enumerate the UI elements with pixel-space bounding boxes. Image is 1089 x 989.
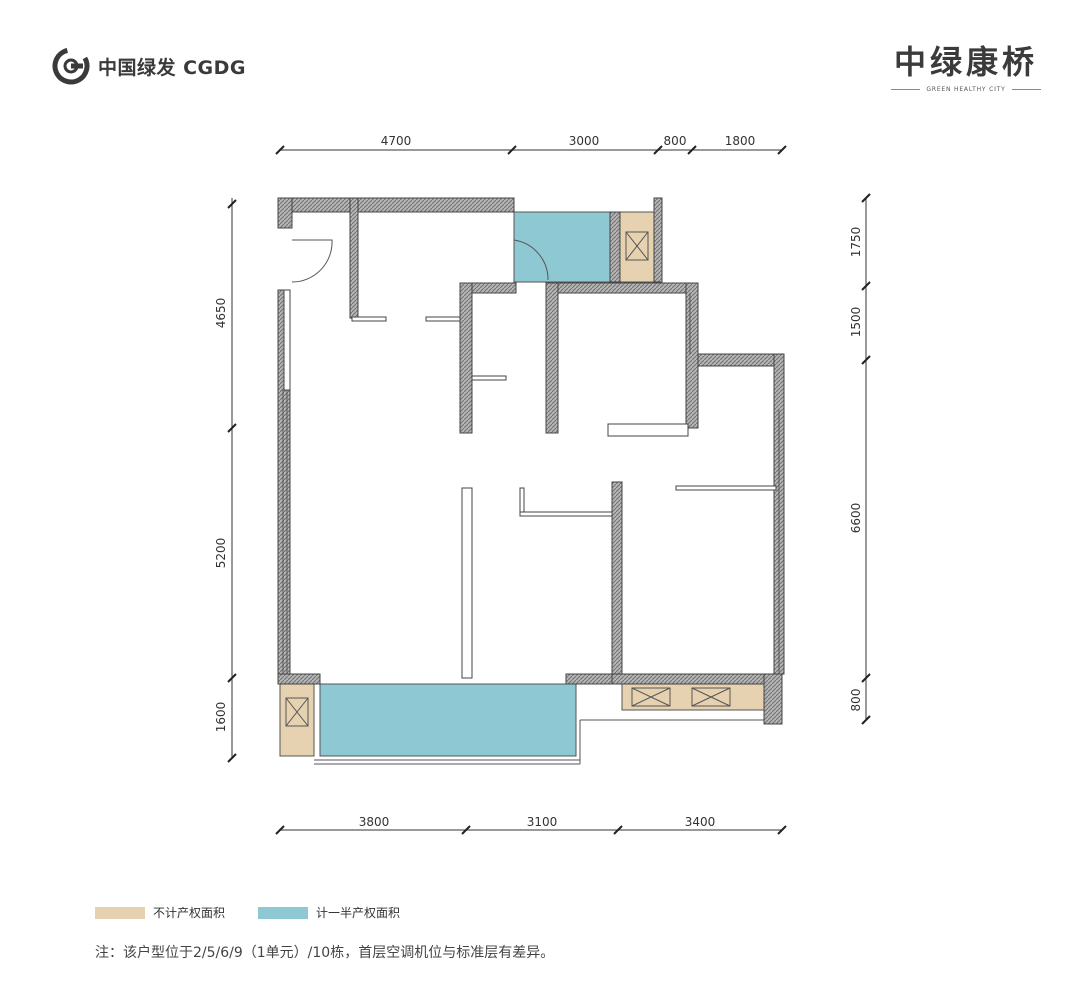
dim-bottom-2: 3100 — [527, 815, 558, 829]
ac-platform-top — [619, 211, 655, 283]
left-dim-tick-2 — [227, 673, 237, 683]
bottom-dim-tick-3 — [777, 825, 787, 835]
project-subtitle: GREEN HEALTHY CITY — [926, 86, 1006, 93]
dim-right-2: 1500 — [849, 307, 863, 338]
ac-unit-icons — [285, 231, 731, 727]
project-title: 中绿康桥 — [893, 43, 1038, 81]
dim-top-4: 1800 — [725, 134, 756, 148]
developer-logo: 中国绿发 CGDG — [52, 44, 246, 88]
right-dim-tick-2 — [861, 355, 871, 365]
cgdg-logo-icon — [52, 47, 90, 85]
left-dim-tick-3 — [227, 753, 237, 763]
dim-bottom-3: 3400 — [685, 815, 716, 829]
left-dim-tick-1 — [227, 423, 237, 433]
dim-right-1: 1750 — [849, 227, 863, 258]
project-logo: 中绿康桥 GREEN HEALTHY CITY — [891, 42, 1042, 93]
legend-swatch-beige — [95, 906, 145, 919]
dimension-ticks — [227, 145, 871, 835]
left-dim-tick-0 — [227, 199, 237, 209]
footnote: 注：该户型位于2/5/6/9（1单元）/10栋，首层空调机位与标准层有差异。 — [95, 945, 555, 961]
dim-top-2: 3000 — [569, 134, 600, 148]
legend-label-excluded: 不计产权面积 — [153, 906, 226, 920]
dim-top-1: 4700 — [381, 134, 412, 148]
dim-left-2: 5200 — [214, 538, 228, 569]
dim-right-3: 6600 — [849, 503, 863, 534]
legend-item-half: 计一半产权面积 — [258, 904, 400, 921]
bottom-dimensions: 3800 3100 3400 — [359, 815, 716, 829]
top-dimensions: 4700 3000 800 1800 — [381, 134, 756, 148]
left-dimensions: 4650 5200 1600 — [214, 298, 228, 733]
ac-platform-bottom-left — [279, 683, 315, 757]
dim-bottom-1: 3800 — [359, 815, 390, 829]
legend-label-half: 计一半产权面积 — [316, 906, 401, 920]
dim-left-1: 4650 — [214, 298, 228, 329]
dim-left-3: 1600 — [214, 702, 228, 733]
right-dim-tick-4 — [861, 715, 871, 725]
doors — [291, 239, 549, 283]
legend-item-excluded: 不计产权面积 — [95, 904, 225, 921]
dim-top-3: 800 — [664, 134, 687, 148]
upper-balcony-zone — [513, 211, 615, 283]
bottom-dim-tick-0 — [275, 825, 285, 835]
top-dim-tick-2 — [653, 145, 663, 155]
top-dim-tick-3 — [687, 145, 697, 155]
developer-name: 中国绿发 CGDG — [98, 56, 247, 79]
top-dim-tick-1 — [507, 145, 517, 155]
right-dim-tick-0 — [861, 193, 871, 203]
bottom-dim-tick-1 — [461, 825, 471, 835]
right-dim-tick-3 — [861, 673, 871, 683]
lower-balcony-zone — [319, 683, 577, 757]
right-dimensions: 1750 1500 6600 800 — [849, 227, 863, 712]
interior-walls — [283, 289, 777, 679]
right-dim-tick-1 — [861, 281, 871, 291]
top-dim-tick-0 — [275, 145, 285, 155]
legend-swatch-blue — [258, 906, 308, 919]
bottom-dim-tick-2 — [613, 825, 623, 835]
windows — [282, 293, 780, 765]
top-dim-tick-4 — [777, 145, 787, 155]
dim-right-4: 800 — [849, 689, 863, 712]
